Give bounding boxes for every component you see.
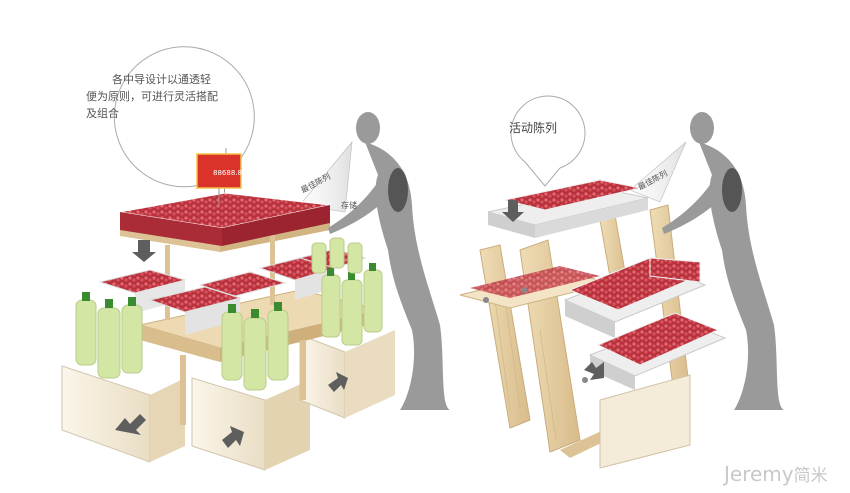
arrow-icon (222, 426, 244, 448)
callout-text-left: 各中导设计以通透轻 便为原则，可进行灵活搭配 及组合 (86, 71, 236, 122)
shopper-figure-right (662, 112, 784, 410)
brand-cn: 简米 (793, 466, 828, 486)
price-sign (196, 153, 242, 205)
juice-bottles-center (221, 302, 289, 391)
label-storage-left: 存储 (341, 201, 357, 210)
juice-bottles-left (75, 292, 143, 379)
callout-left-line3: 及组合 (86, 107, 119, 120)
cabinet-center (191, 377, 266, 471)
arrow-icon (115, 414, 146, 435)
shopper-figure-left (328, 112, 450, 410)
callout-left-line1: 各中导设计以通透轻 (112, 73, 211, 86)
brand-logo: Jeremy简米 (724, 461, 828, 486)
arrow-icon (502, 200, 524, 222)
arrow-icon (328, 372, 348, 392)
arrow-icon (584, 362, 604, 380)
callout-left-line2: 便为原则，可进行灵活搭配 (86, 90, 218, 103)
sight-cone-right (629, 141, 687, 203)
callout-bubble-left (113, 46, 255, 188)
juice-bottles-right (311, 237, 383, 346)
cabinet-left (61, 365, 151, 463)
left-display-unit (61, 141, 395, 471)
callout-text-right: 活动陈列 (509, 121, 558, 135)
fruit-trays-middle (98, 248, 367, 335)
right-display-unit (459, 141, 727, 469)
brand-latin: Jeremy (724, 462, 794, 486)
callout-bubble-right (510, 95, 586, 187)
price-sign-text: 88688.88 (213, 169, 247, 177)
arrow-icon (132, 240, 156, 262)
wood-frame-right (479, 244, 531, 429)
